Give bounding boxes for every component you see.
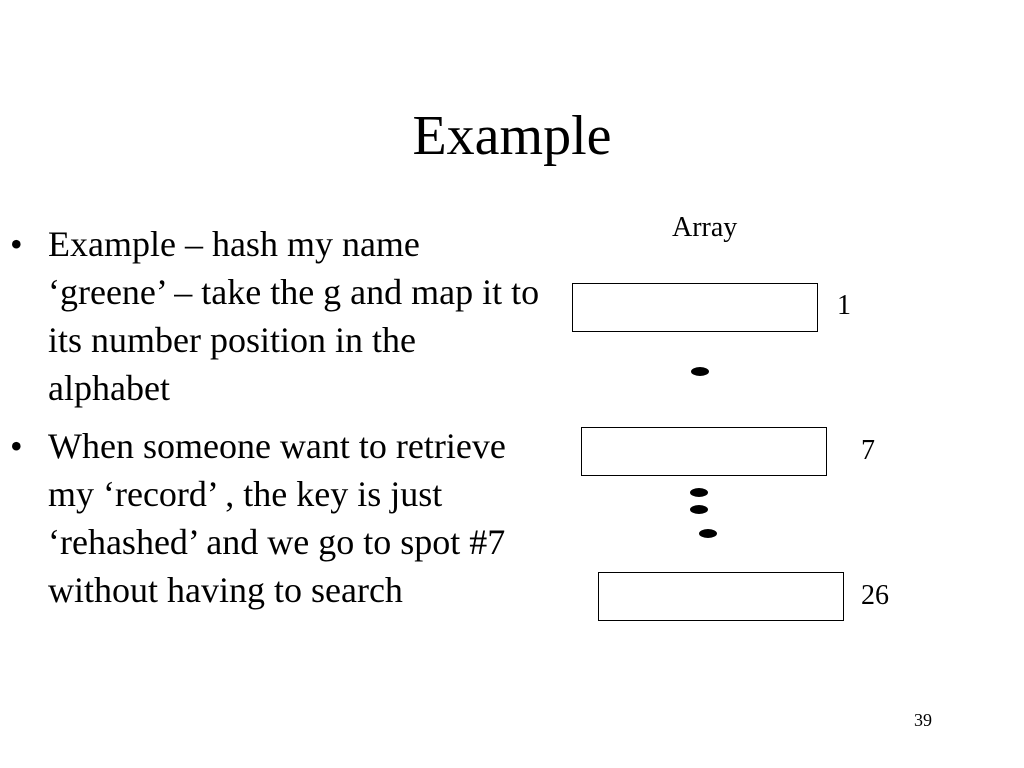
bullet-marker: • [10,224,23,264]
ellipsis-dot [690,505,708,514]
array-cell [572,283,818,332]
array-index-label: 26 [861,580,889,611]
array-cell [598,572,844,621]
bullet-item: • When someone want to retrieve my ‘reco… [10,422,540,614]
bullet-list: • Example – hash my name ‘greene’ – take… [10,220,540,624]
ellipsis-dot [691,367,709,376]
array-index-label: 1 [837,290,851,321]
page-number: 39 [914,710,932,730]
array-label: Array [672,212,738,243]
ellipsis-dot [699,529,717,538]
bullet-marker: • [10,426,23,466]
bullet-text: Example – hash my name ‘greene’ – take t… [48,224,540,408]
array-index-label: 7 [861,435,875,466]
bullet-item: • Example – hash my name ‘greene’ – take… [10,220,540,412]
ellipsis-dot [690,488,708,497]
slide-title: Example [412,105,612,167]
array-cell [581,427,827,476]
bullet-text: When someone want to retrieve my ‘record… [48,426,506,610]
